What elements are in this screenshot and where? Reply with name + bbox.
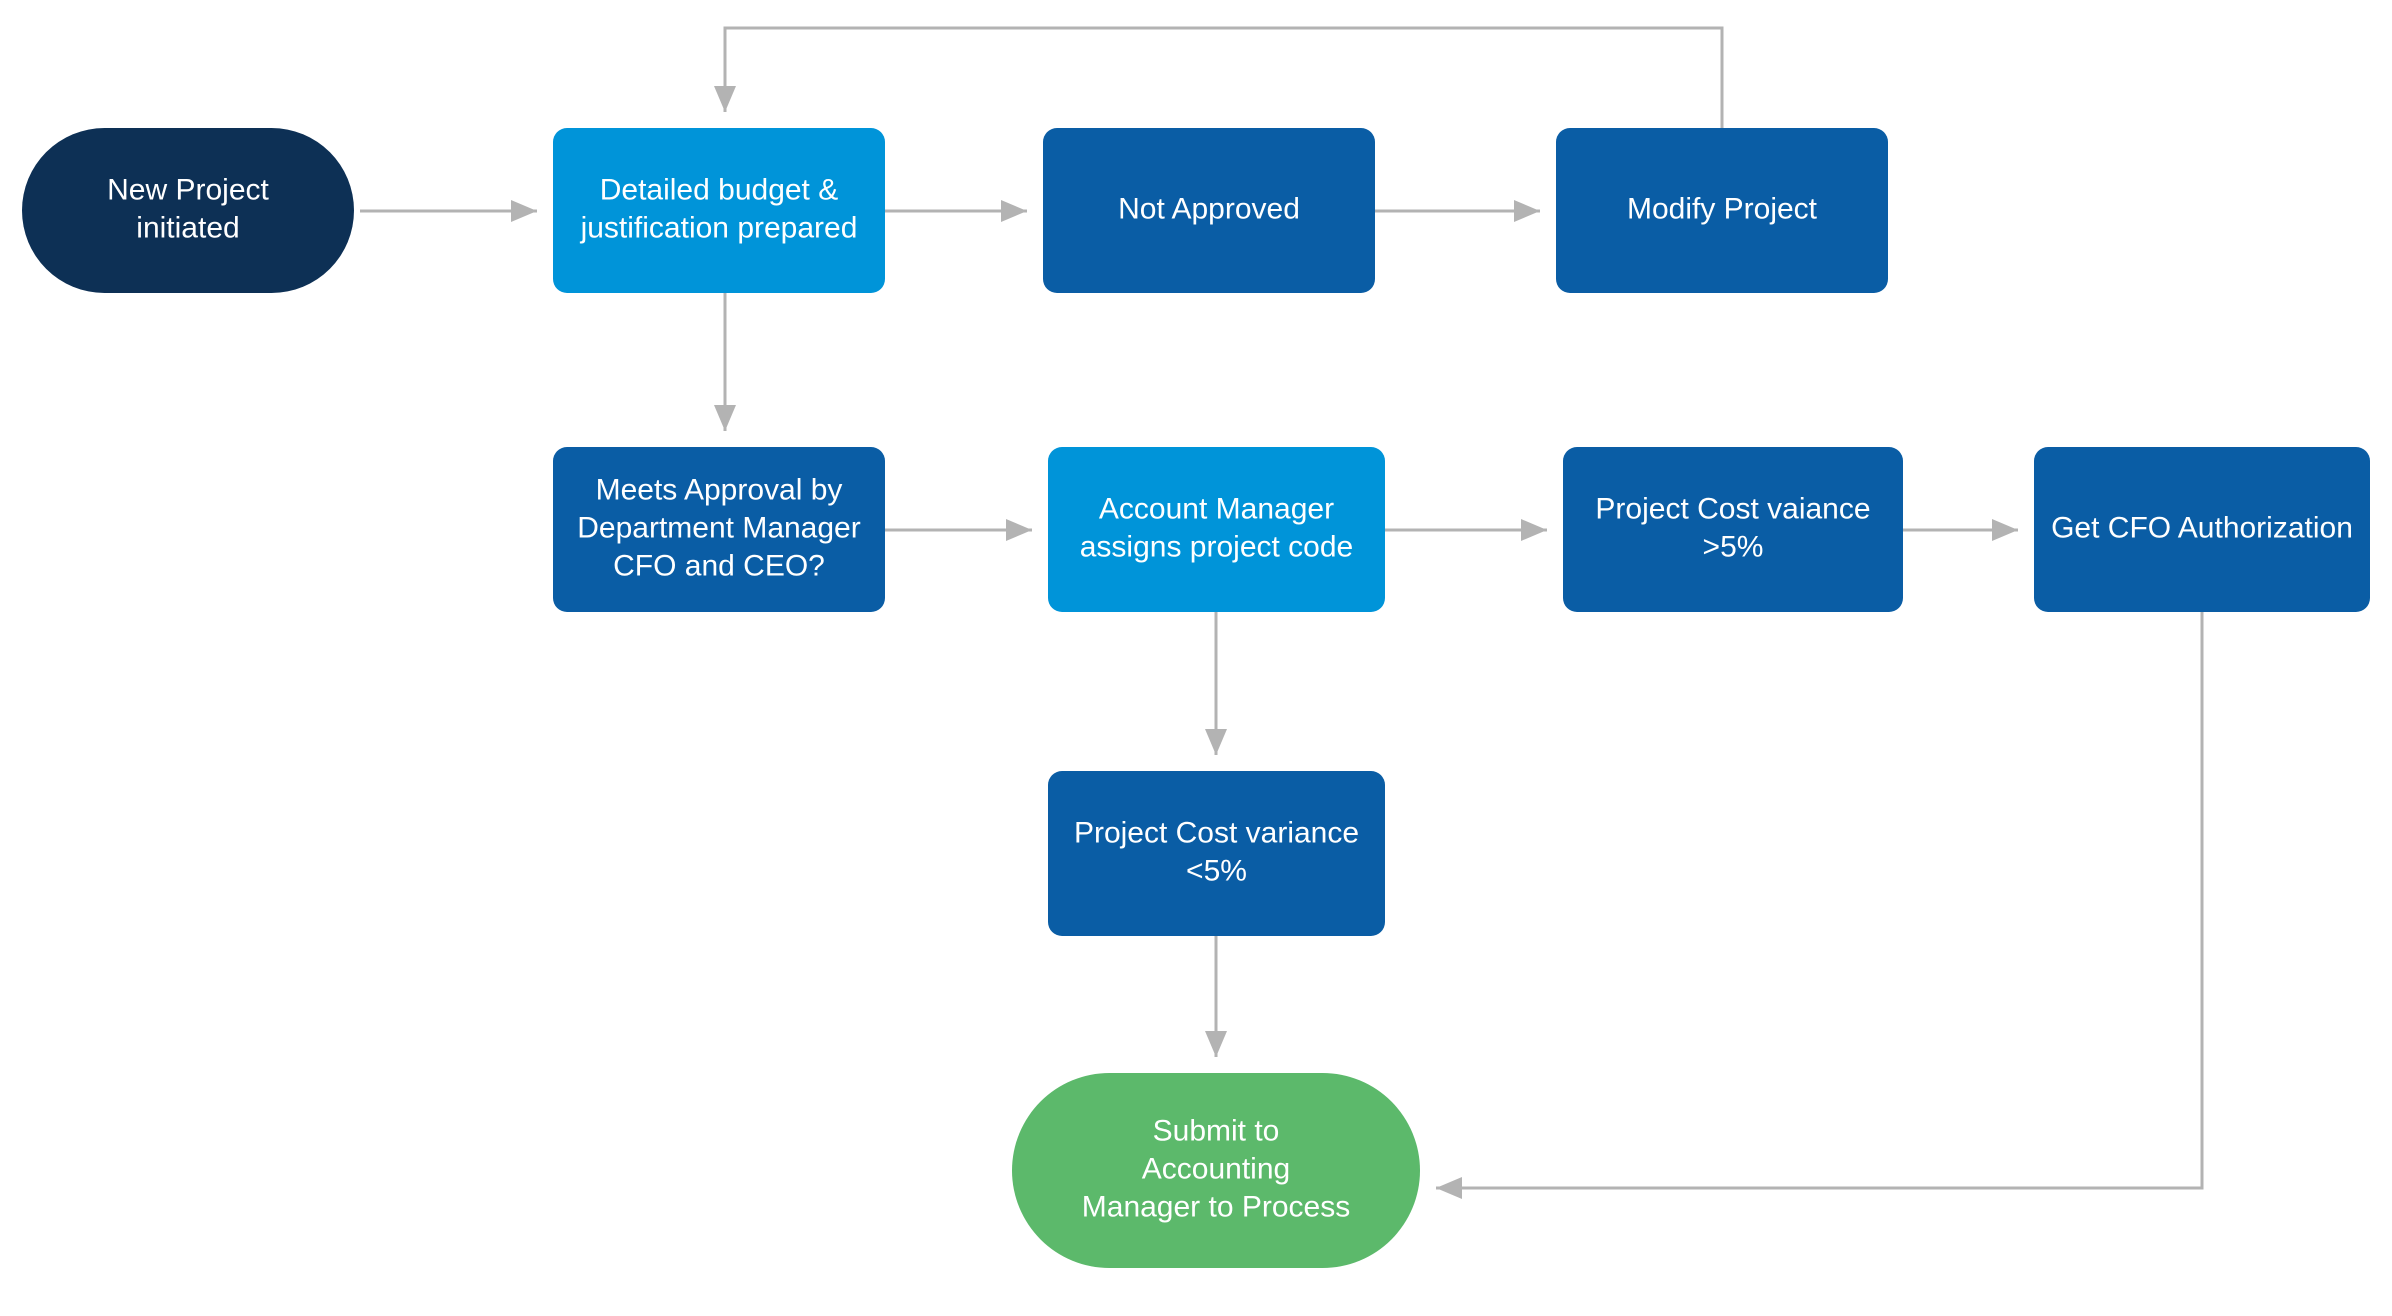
edge-cost-under-5-to-submit-arrowhead bbox=[1205, 1031, 1227, 1057]
node-label-new-project-initiated: New Project initiated bbox=[107, 173, 269, 244]
edge-budget-to-not-approved bbox=[885, 200, 1027, 222]
edge-cfo-auth-to-submit-line bbox=[1436, 612, 2204, 1190]
edge-budget-to-meets-approval bbox=[714, 293, 736, 431]
node-label-line: Get CFO Authorization bbox=[2051, 511, 2353, 544]
node-label-modify-project: Modify Project bbox=[1627, 192, 1818, 225]
node-shape-project-cost-vaiance-over-5 bbox=[1563, 447, 1903, 612]
node-shape-meets-approval-by-department-manager-cfo-and-ceo bbox=[553, 447, 885, 612]
node-label-line: Account Manager bbox=[1099, 492, 1334, 525]
node-label-line: Meets Approval by bbox=[596, 473, 843, 506]
edge-meets-approval-to-account-manager bbox=[885, 519, 1032, 541]
edge-budget-to-meets-approval-arrowhead bbox=[714, 405, 736, 431]
edge-account-manager-to-cost-over-5 bbox=[1385, 519, 1547, 541]
node-label-detailed-budget-justification-prepared: Detailed budget & justification prepared bbox=[580, 173, 858, 244]
node-label-line: CFO and CEO? bbox=[613, 549, 825, 582]
node-label-line: >5% bbox=[1703, 530, 1764, 563]
node-label-line: New Project bbox=[107, 173, 269, 206]
node-label-line: Manager to Process bbox=[1082, 1190, 1350, 1223]
node-shape-get-cfo-authorization bbox=[2034, 447, 2370, 612]
node-label-line: Project Cost variance bbox=[1074, 816, 1359, 849]
node-label-line: justification prepared bbox=[580, 211, 858, 244]
edge-budget-to-not-approved-arrowhead bbox=[1001, 200, 1027, 222]
node-account-manager-assigns-project-code[interactable]: Account Manager assigns project code bbox=[1048, 447, 1385, 612]
node-detailed-budget-justification-prepared[interactable]: Detailed budget & justification prepared bbox=[553, 128, 885, 293]
edge-cfo-auth-to-submit bbox=[1436, 612, 2204, 1199]
edge-not-approved-to-modify bbox=[1375, 200, 1540, 222]
edge-modify-to-budget-feedback-arrowhead bbox=[714, 86, 736, 112]
node-label-line: Modify Project bbox=[1627, 192, 1818, 225]
node-project-cost-variance-under-5[interactable]: Project Cost variance <5% bbox=[1048, 771, 1385, 936]
node-shape-detailed-budget-justification-prepared bbox=[553, 128, 885, 293]
node-label-project-cost-variance-under-5: Project Cost variance <5% bbox=[1074, 816, 1359, 887]
node-label-line: Detailed budget & bbox=[600, 173, 839, 206]
node-get-cfo-authorization[interactable]: Get CFO Authorization bbox=[2034, 447, 2370, 612]
node-shape-not-approved bbox=[1043, 128, 1375, 293]
edge-cost-over-5-to-cfo-auth bbox=[1903, 519, 2018, 541]
edge-cost-over-5-to-cfo-auth-arrowhead bbox=[1992, 519, 2018, 541]
node-label-not-approved: Not Approved bbox=[1118, 192, 1300, 225]
node-modify-project[interactable]: Modify Project bbox=[1556, 128, 1888, 293]
node-new-project-initiated[interactable]: New Project initiated bbox=[22, 128, 354, 293]
node-label-line: assigns project code bbox=[1080, 530, 1354, 563]
edge-cost-under-5-to-submit bbox=[1205, 936, 1227, 1057]
node-label-line: Submit to bbox=[1153, 1114, 1280, 1147]
node-shape-submit-to-accounting-manager-to-process bbox=[1012, 1073, 1420, 1268]
connectors-layer bbox=[360, 26, 2204, 1199]
node-label-line: Not Approved bbox=[1118, 192, 1300, 225]
edge-cfo-auth-to-submit-arrowhead bbox=[1436, 1177, 1462, 1199]
node-shape-new-project-initiated bbox=[22, 128, 354, 293]
node-label-project-cost-vaiance-over-5: Project Cost vaiance >5% bbox=[1595, 492, 1870, 563]
edge-meets-approval-to-account-manager-arrowhead bbox=[1006, 519, 1032, 541]
node-shape-account-manager-assigns-project-code bbox=[1048, 447, 1385, 612]
edge-account-manager-to-cost-under-5-arrowhead bbox=[1205, 729, 1227, 755]
node-label-line: Accounting bbox=[1142, 1152, 1290, 1185]
edge-not-approved-to-modify-arrowhead bbox=[1514, 200, 1540, 222]
node-project-cost-vaiance-over-5[interactable]: Project Cost vaiance >5% bbox=[1563, 447, 1903, 612]
edge-start-to-budget-arrowhead bbox=[511, 200, 537, 222]
node-label-get-cfo-authorization: Get CFO Authorization bbox=[2051, 511, 2353, 544]
node-label-line: initiated bbox=[136, 211, 239, 244]
edge-modify-to-budget-feedback-line bbox=[723, 26, 1724, 128]
node-shape-project-cost-variance-under-5 bbox=[1048, 771, 1385, 936]
node-label-account-manager-assigns-project-code: Account Manager assigns project code bbox=[1080, 492, 1354, 563]
node-shape-modify-project bbox=[1556, 128, 1888, 293]
edge-modify-to-budget-feedback bbox=[714, 26, 1724, 128]
node-label-line: Project Cost vaiance bbox=[1595, 492, 1870, 525]
nodes-layer: New Project initiated Detailed budget & jus… bbox=[22, 128, 2370, 1268]
node-not-approved[interactable]: Not Approved bbox=[1043, 128, 1375, 293]
edge-start-to-budget bbox=[360, 200, 537, 222]
edge-account-manager-to-cost-under-5 bbox=[1205, 612, 1227, 755]
node-label-line: <5% bbox=[1186, 854, 1247, 887]
node-label-line: Department Manager bbox=[577, 511, 860, 544]
edge-account-manager-to-cost-over-5-arrowhead bbox=[1521, 519, 1547, 541]
